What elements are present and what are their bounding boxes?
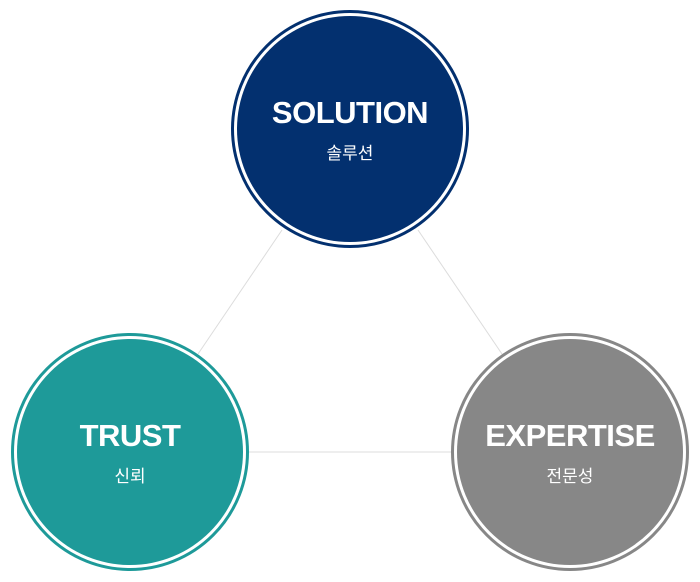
- node-expertise: EXPERTISE 전문성: [451, 333, 689, 571]
- node-subtitle: 솔루션: [326, 143, 374, 164]
- node-trust: TRUST 신뢰: [11, 333, 249, 571]
- node-subtitle: 전문성: [546, 466, 594, 487]
- node-title: EXPERTISE: [485, 417, 655, 453]
- node-subtitle: 신뢰: [114, 466, 146, 487]
- node-solution: SOLUTION 솔루션: [231, 10, 469, 248]
- connector-solution-trust: [197, 229, 283, 355]
- node-title: TRUST: [79, 417, 181, 453]
- node-title: SOLUTION: [271, 94, 429, 130]
- connector-solution-expertise: [417, 229, 503, 355]
